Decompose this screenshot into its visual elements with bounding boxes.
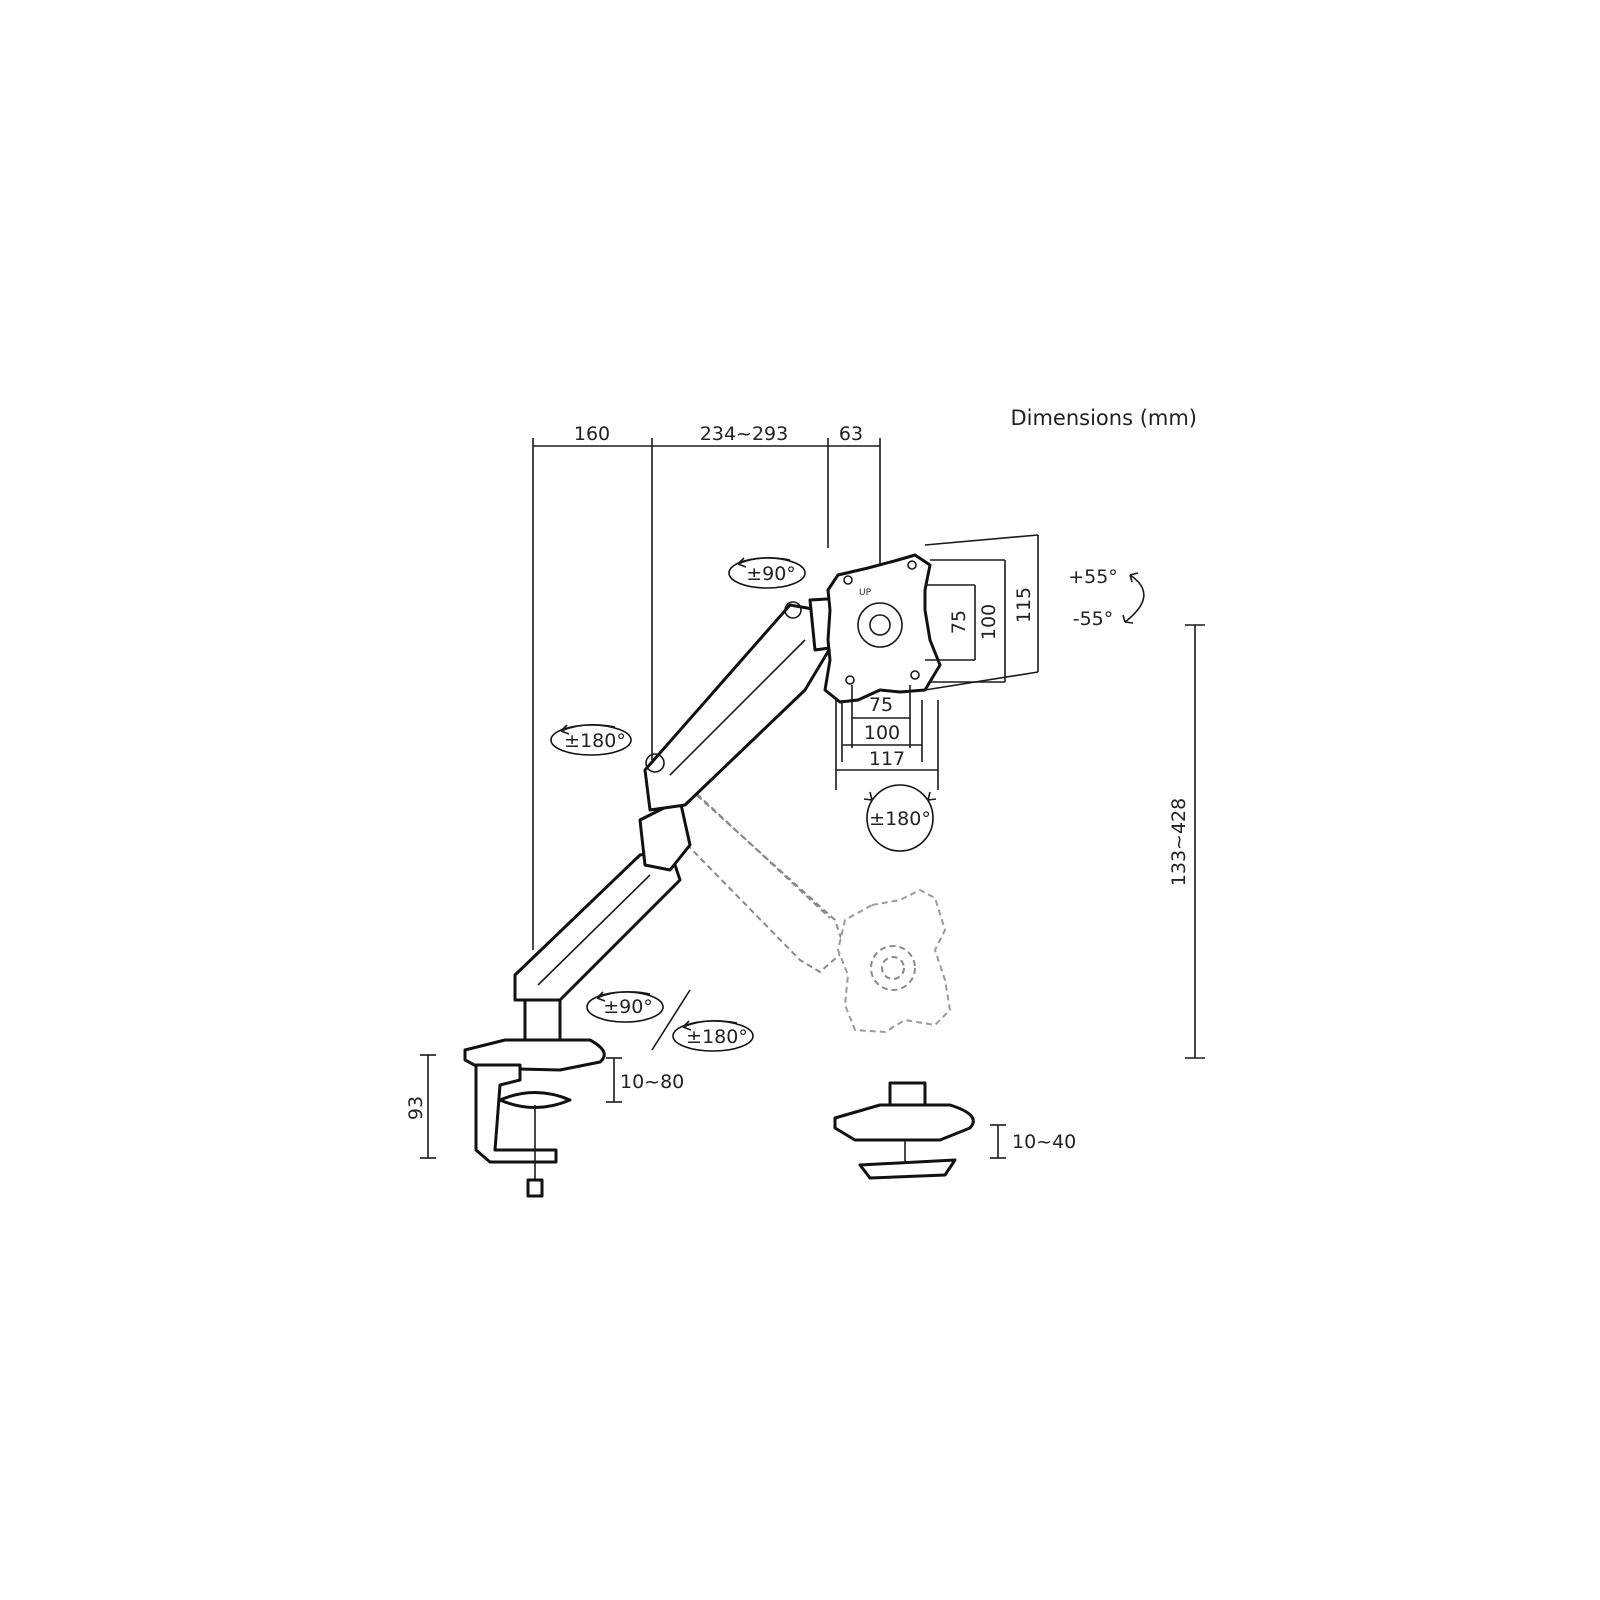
lower-arm xyxy=(513,848,682,1002)
monitor-rotation-indicator xyxy=(863,784,937,852)
upper-arm-rotation-label: ±180° xyxy=(564,730,626,752)
upper-arm xyxy=(643,603,837,812)
grommet-thickness-dim xyxy=(990,1124,1006,1159)
vesa-v-100: 100 xyxy=(978,604,1000,640)
rotation-divider xyxy=(651,989,691,1051)
dim-234-293: 234~293 xyxy=(700,423,788,445)
lowered-arm-ghost xyxy=(653,759,952,1034)
grommet-thickness-label: 10~40 xyxy=(1012,1131,1076,1153)
vesa-h-117: 117 xyxy=(869,748,905,770)
clamp-height-dim xyxy=(420,1054,436,1159)
base-swivel-label: ±90° xyxy=(603,996,653,1018)
upper-arm-rotation-indicator xyxy=(550,723,632,756)
vesa-h-100: 100 xyxy=(864,722,900,744)
base-rotation-label: ±180° xyxy=(686,1026,748,1048)
height-range-label: 133~428 xyxy=(1168,798,1190,886)
vesa-up-mark: UP xyxy=(859,588,872,598)
monitor-arm xyxy=(463,596,852,1072)
clamp-thickness-dim xyxy=(606,1057,622,1103)
top-dimension-lines xyxy=(532,438,881,950)
base-rotation-indicator xyxy=(672,1019,754,1052)
desk-clamp xyxy=(474,1063,572,1198)
dim-63: 63 xyxy=(839,423,863,445)
clamp-height-label: 93 xyxy=(405,1096,427,1120)
head-swivel-indicator xyxy=(728,556,806,589)
elbow-joint xyxy=(638,798,692,872)
vesa-v-75: 75 xyxy=(948,610,970,634)
diagram-title: Dimensions (mm) xyxy=(1010,406,1197,430)
vesa-vertical-dims xyxy=(924,534,1039,691)
vesa-plate: UP xyxy=(823,553,942,704)
tilt-down-label: -55° xyxy=(1073,608,1114,630)
arm-post xyxy=(523,998,562,1042)
head-swivel-label: ±90° xyxy=(746,563,796,585)
vesa-horizontal-dims xyxy=(835,685,939,790)
clamp-thickness-label: 10~80 xyxy=(620,1071,684,1093)
vesa-v-115: 115 xyxy=(1013,587,1035,623)
clamp-base-plate xyxy=(463,1038,606,1072)
vesa-h-75: 75 xyxy=(869,694,893,716)
base-swivel-indicator xyxy=(586,990,664,1023)
grommet-mount xyxy=(833,1081,975,1180)
dim-160: 160 xyxy=(574,423,610,445)
monitor-rotation-label: ±180° xyxy=(869,808,931,830)
height-range-dim xyxy=(1185,624,1205,1059)
tilt-up-label: +55° xyxy=(1068,566,1118,588)
tilt-indicator xyxy=(1122,572,1145,624)
